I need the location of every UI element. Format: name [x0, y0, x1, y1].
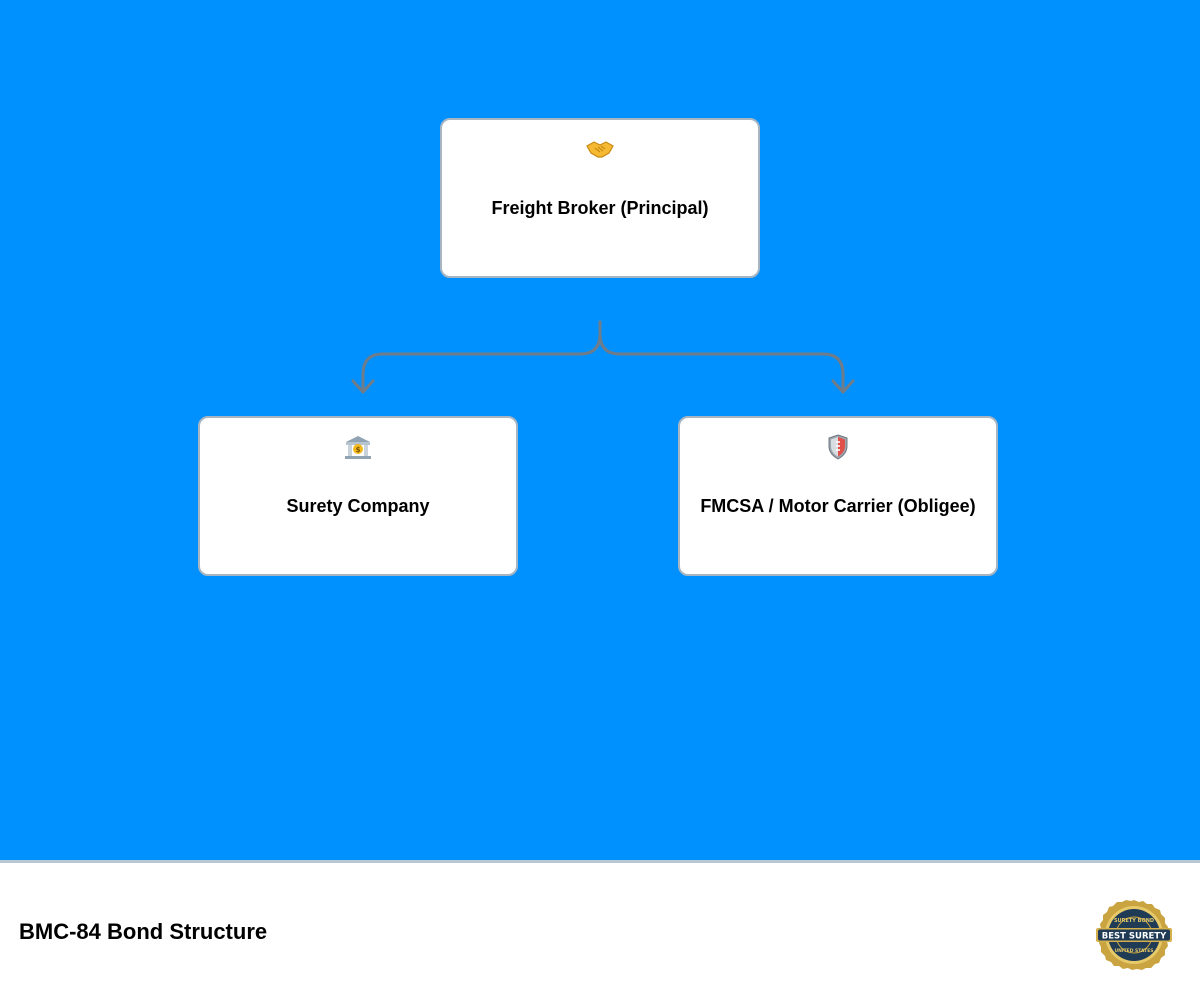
shield-icon — [680, 432, 996, 462]
arrowhead-obligee — [831, 379, 855, 394]
node-fmcsa-motor-carrier-obligee: FMCSA / Motor Carrier (Obligee) — [678, 416, 998, 576]
best-surety-seal-icon: BEST SURETY SURETY BOND UNITED STATES — [1092, 899, 1176, 971]
footer-title: BMC-84 Bond Structure — [19, 919, 268, 944]
diagram-canvas: Freight Broker (Principal) $ Surety Comp… — [0, 0, 1200, 861]
bank-icon: $ — [200, 432, 516, 462]
connector-arrows — [351, 320, 855, 394]
connector-principal-to-surety — [361, 320, 602, 394]
node-label: FMCSA / Motor Carrier (Obligee) — [700, 496, 976, 516]
node-freight-broker-principal: Freight Broker (Principal) — [440, 118, 760, 278]
svg-text:$: $ — [356, 446, 361, 454]
handshake-icon — [442, 134, 758, 164]
svg-text:UNITED STATES: UNITED STATES — [1114, 948, 1153, 954]
node-label: Freight Broker (Principal) — [491, 198, 709, 218]
svg-text:SURETY BOND: SURETY BOND — [1114, 918, 1154, 924]
node-surety-company: $ Surety Company — [198, 416, 518, 576]
footer-divider — [0, 860, 1200, 863]
svg-text:BEST SURETY: BEST SURETY — [1102, 932, 1167, 942]
connector-principal-to-obligee — [598, 320, 845, 394]
node-label: Surety Company — [286, 496, 430, 516]
arrowhead-surety — [351, 379, 375, 394]
footer-bar: BMC-84 Bond Structure BEST SURETY SURETY… — [0, 863, 1200, 1000]
